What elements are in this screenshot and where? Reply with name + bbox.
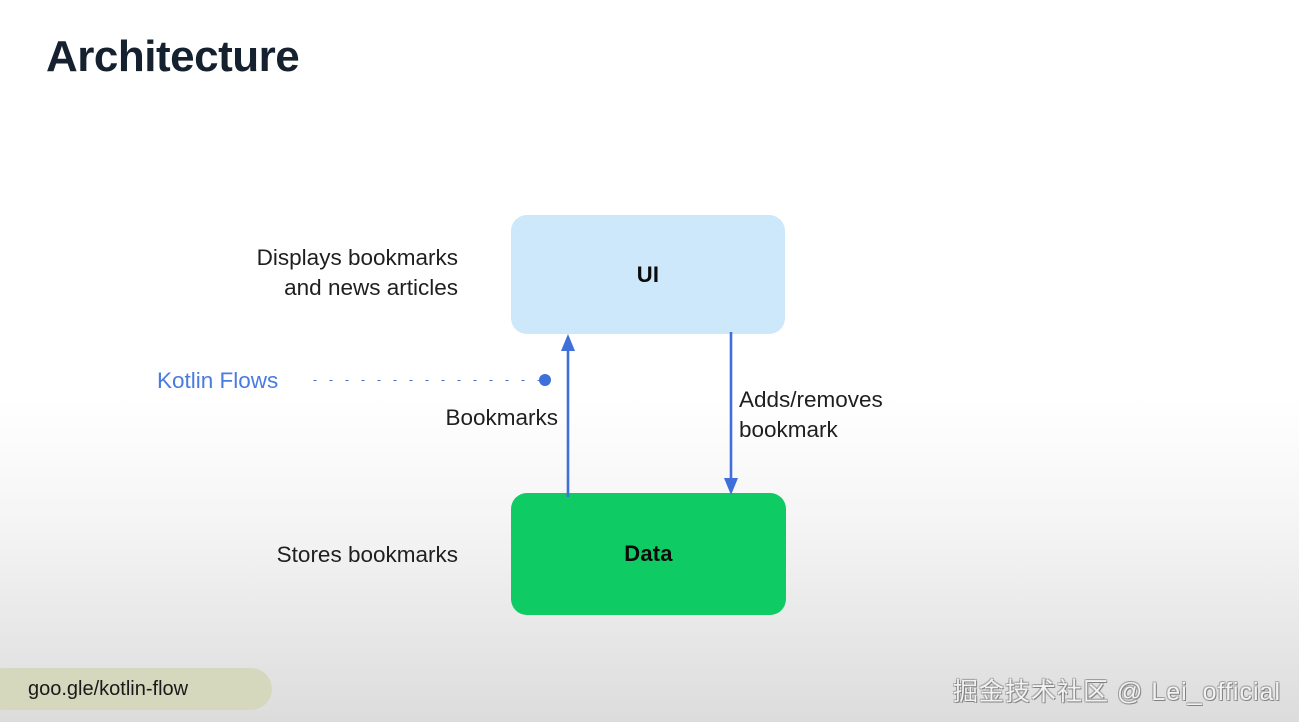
- arrow-up-data-to-ui: [561, 334, 575, 497]
- url-badge: goo.gle/kotlin-flow: [0, 668, 272, 710]
- diagram-node-ui-label: UI: [636, 261, 660, 287]
- diagram-node-data-label: Data: [624, 541, 673, 566]
- diagram-node-ui: UI: [511, 215, 785, 334]
- diagram-node-data: Data: [511, 493, 786, 615]
- annotation-ui-description: Displays bookmarks and news articles: [256, 245, 458, 300]
- arrow-down-ui-to-data: [724, 332, 738, 495]
- dotted-connector-end-dot: [539, 374, 551, 386]
- annotation-up-arrow-label: Bookmarks: [445, 405, 558, 430]
- dotted-connector-line: [307, 378, 539, 383]
- url-badge-text: goo.gle/kotlin-flow: [28, 677, 189, 700]
- annotation-data-description: Stores bookmarks: [276, 542, 458, 567]
- watermark: 掘金技术社区 @ Lei_official: [953, 678, 1281, 706]
- page-title: Architecture: [46, 32, 300, 81]
- kotlin-flows-label: Kotlin Flows: [157, 368, 279, 393]
- annotation-down-arrow-label: Adds/removes bookmark: [739, 387, 883, 442]
